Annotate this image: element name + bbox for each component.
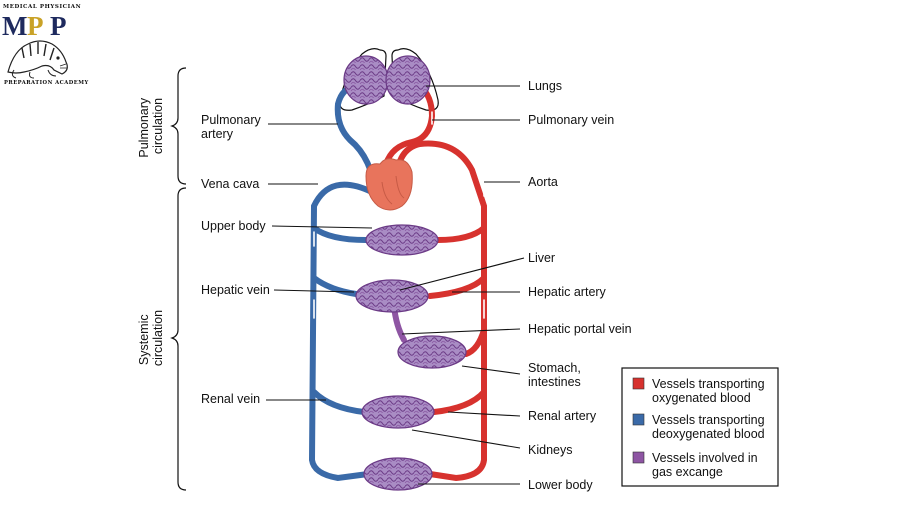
pulmonary-artery-label: Pulmonary artery [201,113,264,141]
upper-body-vein-vessel [311,225,369,243]
systemic-label-line-1: Systemic [137,314,151,365]
kidney-capillary [361,395,435,429]
aorta-label: Aorta [528,175,558,189]
legend-exchange-label: Vessels involved in gas excange [652,451,761,479]
capillary-beds [343,55,467,491]
hepatic-artery-vessel [427,275,487,299]
pulmonary-artery-label-line-2: artery [201,127,234,141]
stomach-label-line-2: intestines [528,375,581,389]
renal-vein-label: Renal vein [201,392,260,406]
legend-deoxygenated-label: Vessels transporting deoxygenated blood [652,413,768,441]
upper-body-capillary [365,224,439,256]
legend-exchange-line-1: Vessels involved in [652,451,758,465]
renal-vein-vessel [311,389,367,415]
lung-capillary-left [343,55,389,105]
heart [365,158,413,211]
logo-top-text: MEDICAL PHYSICIAN [3,4,81,10]
liver-label: Liver [528,251,555,265]
hepatic-artery-label: Hepatic artery [528,285,607,299]
legend-exchange-swatch [632,451,645,464]
pulmonary-vein-label: Pulmonary vein [528,113,614,127]
legend-deoxygenated-line-1: Vessels transporting [652,413,765,427]
upper-body-label: Upper body [201,219,266,233]
tiger-emblem-icon [7,40,68,79]
pulmonary-artery-label-line-1: Pulmonary [201,113,261,127]
pulmonary-bracket: Pulmonary circulation [137,67,187,185]
mpp-logo: MEDICAL PHYSICIAN M P P PREPARATION ACAD… [2,4,89,86]
leader-lines [266,85,525,485]
systemic-bracket: Systemic circulation [137,187,187,491]
deoxygenated-vessels [308,83,379,482]
legend-exchange-line-2: gas excange [652,465,723,479]
kidneys-label: Kidneys [528,443,572,457]
stomach-label-line-1: Stomach, [528,361,581,375]
legend-deoxygenated-line-2: deoxygenated blood [652,427,765,441]
lungs-label: Lungs [528,79,562,93]
hepatic-portal-vein-label: Hepatic portal vein [528,322,632,336]
logo-letter-p1: P [27,11,44,41]
stomach-intestines-label: Stomach, intestines [528,361,584,389]
vena-cava-vessel [308,181,375,482]
legend-box [621,367,779,487]
upper-body-artery-vessel [435,225,487,243]
pulmonary-label-line-1: Pulmonary [137,97,151,157]
lung-capillary-right [385,55,431,105]
logo-letter-m: M [2,11,27,41]
vena-cava-label: Vena cava [201,177,259,191]
legend-deoxygenated-swatch [632,413,645,426]
aorta-vessel [394,140,487,482]
legend-oxygenated-swatch [632,377,645,390]
logo-letter-p2: P [50,11,67,41]
lower-body-capillary [363,457,433,491]
renal-artery-vessel [431,389,487,415]
hepatic-vein-label: Hepatic vein [201,283,270,297]
legend-oxygenated-label: Vessels transporting oxygenated blood [652,377,768,405]
legend-oxygenated-line-2: oxygenated blood [652,391,751,405]
hepatic-vein-vessel [311,275,359,297]
pulmonary-circulation-label: Pulmonary circulation [137,94,165,157]
legend-oxygenated-line-1: Vessels transporting [652,377,765,391]
systemic-circulation-label: Systemic circulation [137,310,165,366]
lungs-outline [339,48,439,111]
stomach-capillary [397,335,467,369]
systemic-label-line-2: circulation [151,310,165,366]
renal-artery-label: Renal artery [528,409,597,423]
legend: Vessels transporting oxygenated blood Ve… [621,367,779,487]
logo-bottom-text: PREPARATION ACADEMY [4,80,89,86]
pulmonary-label-line-2: circulation [151,98,165,154]
flow-arrows [313,111,485,319]
gut-artery-vessel [463,327,487,357]
liver-capillary [355,279,429,313]
pulmonary-artery-vessel [334,83,379,199]
lower-body-label: Lower body [528,478,593,492]
